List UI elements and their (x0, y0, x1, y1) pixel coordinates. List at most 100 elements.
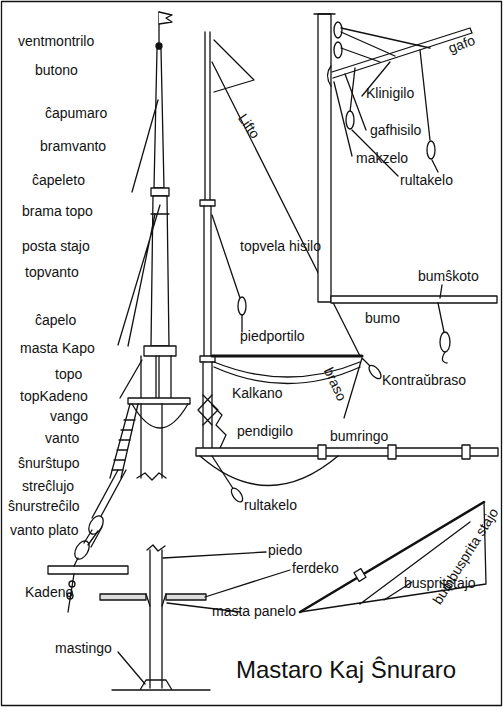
part-label: vanto (45, 430, 79, 446)
boom (196, 448, 498, 456)
part-label: ŝnurstreĉilo (8, 498, 80, 514)
pennant (214, 40, 254, 92)
shroud-pair (92, 470, 126, 518)
part-label: braso (321, 365, 350, 404)
break-line (137, 473, 166, 480)
yard (212, 355, 362, 358)
part-label: bramvanto (40, 138, 106, 154)
part-label: bumŝkoto (418, 268, 479, 284)
part-label: rultakelo (244, 497, 297, 513)
part-label: topo (55, 366, 82, 382)
royal-mast (154, 49, 164, 188)
halyard-lines (341, 28, 430, 62)
shroud-lines (110, 100, 160, 478)
part-label: bumringo (330, 428, 388, 444)
truck-ball (156, 43, 162, 49)
ratlines (112, 420, 135, 470)
part-label: butono (35, 62, 78, 78)
middle-pole (204, 206, 211, 356)
part-label: bumbusprita stajo (429, 505, 501, 607)
part-label: brama topo (22, 203, 93, 219)
part-label: gafhisilo (370, 122, 421, 138)
diagram-title: Mastaro Kaj Ŝnuraro (236, 656, 456, 684)
halyard-line (212, 215, 242, 332)
part-label: topvanto (25, 264, 79, 280)
part-label: ventmontrilo (18, 33, 94, 49)
deadeye (72, 538, 92, 561)
mast-step (112, 680, 210, 690)
block (238, 297, 246, 315)
part-label: Kontraŭbraso (382, 372, 466, 388)
topmast-head (151, 213, 169, 214)
sling-chain (212, 405, 226, 448)
part-label: piedo (268, 542, 302, 558)
break-line (147, 545, 165, 551)
gaff-jaws (328, 66, 332, 86)
mast (318, 14, 331, 302)
top-platform (128, 398, 190, 404)
block (229, 486, 245, 504)
sheet-line (438, 303, 444, 332)
block (346, 111, 354, 129)
mast-foot (150, 550, 162, 688)
part-label: mastingo (55, 640, 112, 656)
part-label: buspritstajo (404, 575, 476, 591)
heel-chain (198, 395, 218, 425)
part-label: Kadeno (25, 584, 73, 600)
part-label: ferdeko (292, 560, 339, 576)
part-label: pendigilo (237, 423, 293, 439)
lower-pole (203, 362, 212, 448)
lower-mast (141, 404, 162, 478)
part-label: makzelo (356, 150, 408, 166)
hook (442, 352, 447, 363)
leader-lines (334, 62, 438, 176)
part-label: bumo (365, 310, 400, 326)
sail-curve (200, 456, 338, 486)
block (334, 42, 342, 58)
part-label: Lifto (235, 111, 263, 142)
deck-plank (166, 594, 206, 600)
part-label: ĉapeleto (32, 172, 85, 188)
block (334, 22, 342, 38)
part-label: piedportilo (240, 328, 305, 344)
boom (331, 296, 497, 303)
tackle-line (212, 456, 234, 490)
wind-vane (159, 12, 172, 24)
part-label: vanto plato (10, 522, 79, 538)
brace-lines (344, 358, 372, 418)
part-label: posta stajo (22, 238, 90, 254)
leader-line (440, 285, 442, 298)
part-label: topvela hisilo (240, 238, 321, 254)
block (440, 332, 450, 352)
part-label: topKadeno (20, 388, 88, 404)
part-label: masta panelo (212, 603, 296, 619)
boom-ring (462, 445, 470, 459)
block (427, 141, 435, 159)
part-label: vango (50, 408, 88, 424)
mast-head (141, 356, 171, 398)
part-label: ĉapelo (35, 312, 76, 328)
chain-plate (48, 566, 128, 574)
mast-cap (314, 13, 335, 14)
boom-ring (318, 445, 326, 459)
mast-partner (146, 594, 166, 606)
cap-band (151, 188, 169, 196)
block (367, 363, 383, 380)
mast-cap (144, 346, 176, 356)
part-label: gafo (446, 32, 477, 56)
part-label: streĉlujo (22, 478, 74, 494)
spar-band (354, 569, 366, 582)
deck-plank (100, 594, 146, 600)
cap-band (200, 200, 215, 206)
lift-line (212, 62, 360, 356)
boom-ring (388, 445, 396, 459)
upper-pole (205, 32, 210, 200)
part-label: ĉapumaro (45, 105, 107, 121)
lanyard (84, 527, 102, 547)
part-label: Klinigilo (366, 85, 414, 101)
part-label: Kalkano (232, 385, 283, 401)
part-label: masta Kapo (20, 340, 95, 356)
part-label: ŝnurŝtupo (18, 455, 79, 471)
